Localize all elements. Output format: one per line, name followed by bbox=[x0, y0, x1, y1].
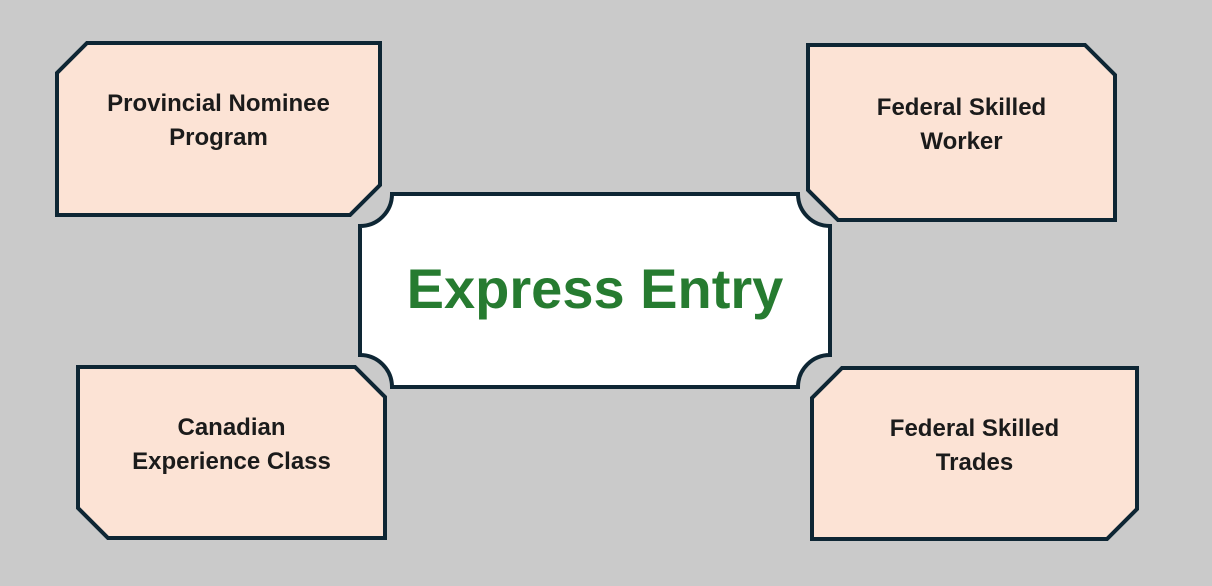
node-shape-provincial-nominee-program bbox=[55, 41, 382, 217]
node-label-line: Federal Skilled bbox=[889, 414, 1060, 442]
node-label-line: Experience Class bbox=[132, 447, 331, 475]
node-shape-federal-skilled-trades bbox=[810, 366, 1139, 541]
node-label-line: Federal Skilled bbox=[876, 93, 1047, 121]
diagram-title-text: Express Entry bbox=[406, 257, 784, 320]
node-label-provincial-nominee-program: Provincial Nominee Program bbox=[57, 43, 380, 215]
node-shape-canadian-experience-class bbox=[76, 365, 387, 540]
node-label-federal-skilled-trades: Federal Skilled Trades bbox=[812, 368, 1137, 539]
node-label-line: Provincial Nominee bbox=[107, 90, 330, 117]
node-label-canadian-experience-class: Canadian Experience Class bbox=[78, 367, 385, 538]
node-label-line: Trades bbox=[935, 448, 1014, 476]
node-label-line: Program bbox=[169, 124, 268, 151]
diagram-title: Express Entry bbox=[360, 194, 830, 387]
node-label-line: Worker bbox=[920, 127, 1003, 155]
node-shape-federal-skilled-worker bbox=[806, 43, 1117, 222]
node-label-federal-skilled-worker: Federal Skilled Worker bbox=[808, 45, 1115, 220]
node-label-line: Canadian bbox=[177, 413, 286, 441]
center-shape-express-entry bbox=[358, 192, 832, 389]
